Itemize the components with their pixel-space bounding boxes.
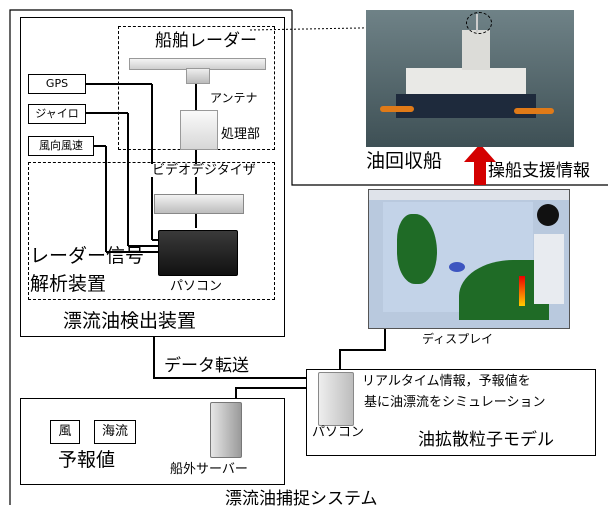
model-box [306, 369, 596, 456]
wind-sensor-label: 風向風速 [39, 139, 83, 152]
radar-dotted-circle [466, 12, 492, 34]
system-label: 漂流油捕捉システム [225, 489, 378, 509]
red-arrow [464, 144, 496, 185]
realtime-label-2: 基に油漂流をシミュレーション [364, 395, 546, 410]
processor-image [180, 110, 218, 150]
video-digitizer-image [154, 194, 244, 214]
display-label: ディスプレイ [422, 332, 494, 346]
forecast-label: 予報値 [58, 449, 116, 471]
server-image [210, 402, 242, 458]
radar-analysis-label-2: 解析装置 [30, 273, 107, 295]
wind-sensor-box: 風向風速 [28, 136, 94, 156]
current-box: 海流 [94, 420, 136, 444]
data-transfer-label: データ転送 [164, 356, 249, 376]
server-label: 船外サーバー [170, 462, 248, 477]
system-border-right [291, 10, 608, 186]
realtime-label-1: リアルタイム情報，予報値を [362, 374, 531, 389]
detector-frame [20, 17, 285, 337]
model-pc-label: パソコン [312, 425, 365, 440]
radar-analysis-label-1: レーダー信号 [30, 245, 145, 267]
current-label: 海流 [101, 424, 128, 439]
video-digitizer-label: ビデオデジタイザ [150, 163, 258, 178]
processor-label: 処理部 [221, 127, 261, 142]
gyro-label: ジャイロ [35, 107, 79, 120]
antenna-label: アンテナ [210, 91, 258, 105]
ship-radar-label: 船舶レーダー [153, 31, 259, 51]
gps-sensor-box: GPS [28, 74, 86, 94]
analysis-dashed-box [28, 162, 275, 300]
gyro-sensor-box: ジャイロ [28, 104, 86, 124]
oil-ship-label: 油回収船 [366, 150, 443, 172]
oil-recovery-ship-photo [366, 10, 574, 147]
gps-label: GPS [45, 77, 69, 90]
wind-box: 風 [50, 420, 80, 444]
detector-label: 漂流油検出装置 [63, 310, 197, 332]
radar-pc-label: パソコン [170, 279, 223, 294]
system-border [9, 9, 292, 505]
wind-label: 風 [58, 424, 72, 439]
model-label: 油拡散粒子モデル [418, 430, 554, 450]
radar-pc-image [158, 230, 238, 276]
model-pc-image [318, 372, 354, 426]
radar-to-ship-dotted [249, 25, 471, 31]
display-screenshot [368, 189, 570, 329]
nav-support-label: 操船支援情報 [488, 161, 590, 181]
